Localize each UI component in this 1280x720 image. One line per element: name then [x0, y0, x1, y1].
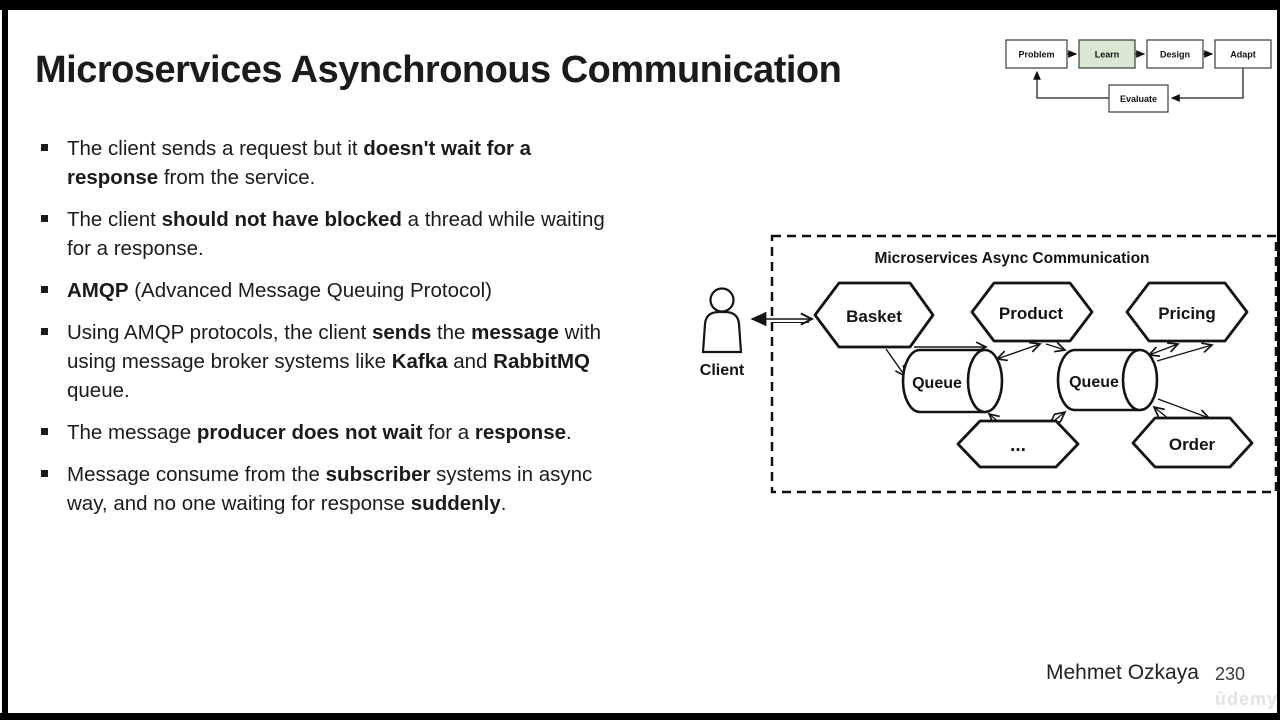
learning-loop-flowchart: Problem Learn Design Adapt Evaluate — [1005, 39, 1272, 113]
flow-label-problem: Problem — [1018, 50, 1054, 60]
label-queue2: Queue — [1069, 374, 1119, 391]
queue2-cylinder — [1056, 348, 1140, 412]
arrow-queue2-pricing-2 — [1156, 345, 1212, 362]
bullet-item: The client sends a request but it doesn'… — [38, 134, 738, 192]
bullet-text: The client should not have blocked a thr… — [67, 208, 605, 260]
flow-box-design — [1146, 39, 1204, 69]
bullet-square-icon — [41, 144, 48, 151]
bullet-text: Using AMQP protocols, the client sends t… — [67, 321, 602, 402]
hexagon-order — [1131, 416, 1254, 469]
label-dots: ... — [1010, 435, 1026, 456]
left-edge-sliver — [0, 10, 2, 713]
arrow-product-queue2 — [1045, 344, 1065, 350]
footer-page-number: 230 — [1215, 664, 1246, 684]
slide-title: Microservices Asynchronous Communication — [35, 49, 842, 91]
udemy-watermark: ûdemy — [1215, 689, 1279, 709]
diagram-title: Microservices Async Communication — [874, 250, 1149, 267]
arrow-queue2-pricing — [1149, 344, 1178, 355]
label-queue1: Queue — [912, 375, 962, 392]
bullet-square-icon — [41, 428, 48, 435]
flow-label-adapt: Adapt — [1230, 50, 1256, 60]
flow-box-learn — [1078, 39, 1136, 69]
flow-arrow — [1170, 68, 1244, 102]
bullet-item: The message producer does not wait for a… — [38, 418, 738, 447]
client-label: Client — [700, 362, 745, 379]
bullet-square-icon — [41, 215, 48, 222]
bullet-text: AMQP (Advanced Message Queuing Protocol) — [67, 279, 493, 302]
flow-label-design: Design — [1160, 50, 1190, 60]
bullet-square-icon — [41, 328, 48, 335]
bullet-square-icon — [41, 470, 48, 477]
bullet-text: The client sends a request but it doesn'… — [67, 137, 532, 189]
label-pricing: Pricing — [1158, 304, 1216, 323]
hexagon-basket — [813, 281, 935, 349]
arrow-queue2-order — [1157, 398, 1209, 418]
arrow-queue1-product — [997, 344, 1040, 359]
queue1-cylinder-cap — [966, 348, 1004, 414]
bullet-square-icon — [41, 286, 48, 293]
label-order: Order — [1169, 435, 1216, 454]
bullet-item: Message consume from the subscriber syst… — [38, 460, 738, 518]
flow-label-evaluate: Evaluate — [1120, 94, 1157, 104]
flow-label-learn: Learn — [1095, 50, 1120, 60]
bullet-text: The message producer does not wait for a… — [67, 421, 572, 444]
bullet-item: The client should not have blocked a thr… — [38, 205, 738, 263]
footer-author: Mehmet Ozkaya — [1046, 661, 1199, 684]
queue2-cylinder-cap — [1121, 348, 1159, 412]
bullet-item: Using AMQP protocols, the client sends t… — [38, 318, 738, 405]
diagram-dashed-border — [770, 234, 1278, 494]
flow-box-evaluate — [1108, 84, 1169, 113]
hexagon-product — [970, 281, 1094, 343]
flow-arrow — [1033, 70, 1109, 99]
label-product: Product — [999, 304, 1064, 323]
bullet-text: Message consume from the subscriber syst… — [67, 463, 593, 515]
bullet-list: The client sends a request but it doesn'… — [38, 134, 738, 531]
queue1-cylinder — [901, 348, 985, 414]
client-icon — [701, 287, 743, 354]
hexagon-pricing — [1125, 281, 1249, 343]
hexagon-dots — [956, 419, 1080, 469]
bullet-item: AMQP (Advanced Message Queuing Protocol) — [38, 276, 738, 305]
flow-box-problem — [1005, 39, 1068, 69]
label-basket: Basket — [846, 307, 902, 326]
arrow-basket-queue1 — [885, 348, 905, 376]
flow-box-adapt — [1214, 39, 1272, 69]
async-communication-diagram: Microservices Async Communication Client — [700, 234, 1278, 494]
